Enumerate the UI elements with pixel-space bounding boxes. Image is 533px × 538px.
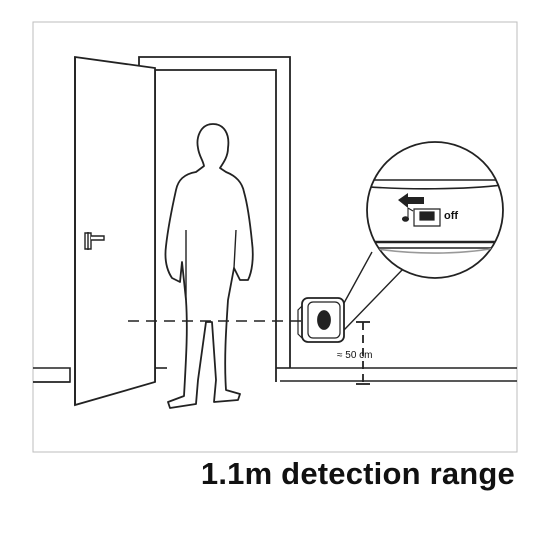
height-label: ≈ 50 cm bbox=[337, 350, 373, 361]
diagram-frame bbox=[32, 21, 518, 453]
height-dimension bbox=[356, 321, 370, 385]
person-icon bbox=[164, 123, 254, 409]
sensor-device-icon bbox=[297, 297, 345, 343]
callout-connector bbox=[343, 251, 405, 331]
zoom-callout: off bbox=[366, 141, 504, 279]
music-note-icon bbox=[401, 207, 414, 222]
diagram-caption: 1.1m detection range bbox=[200, 456, 515, 491]
door-icon bbox=[74, 55, 156, 407]
mode-switch bbox=[413, 208, 441, 227]
arrow-left-icon bbox=[398, 193, 424, 208]
wall-floor bbox=[33, 367, 517, 383]
switch-off-label: off bbox=[444, 210, 458, 222]
